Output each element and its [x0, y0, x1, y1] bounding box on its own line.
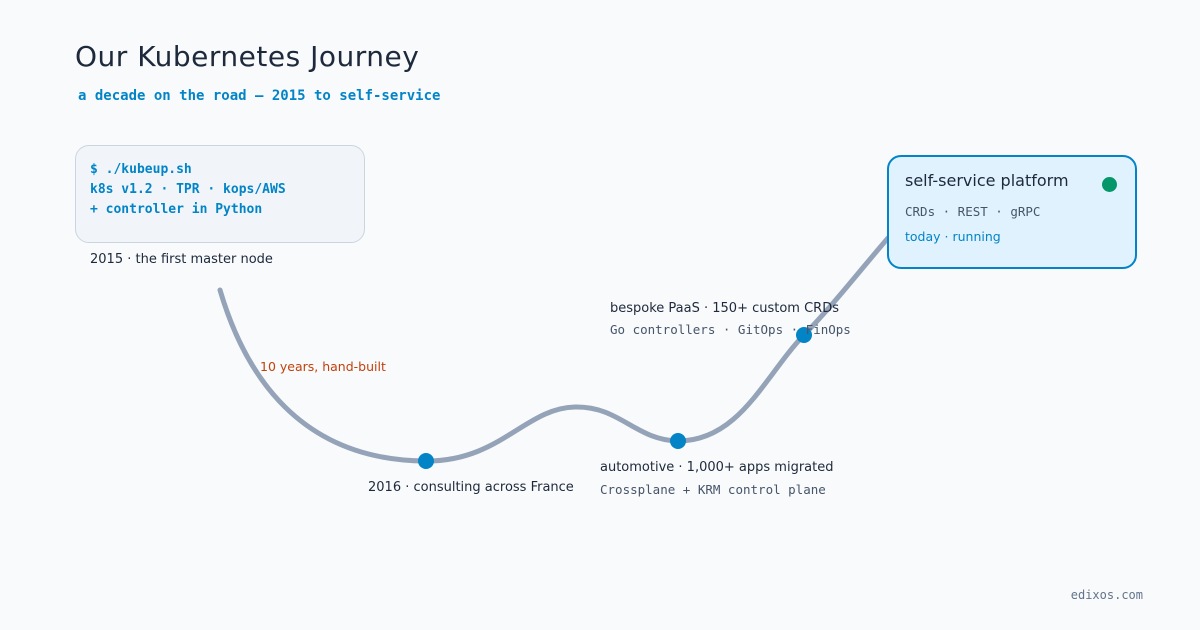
- journey-path: [217, 235, 891, 464]
- start-caption: 2015 · the first master node: [90, 252, 273, 267]
- code-line-2: k8s v1.2 · TPR · kops/AWS: [90, 182, 286, 197]
- milestone-2016-title: 2016 · consulting across France: [368, 480, 574, 495]
- platform-tags: CRDs · REST · gRPC: [905, 204, 1041, 219]
- code-line-1: $ ./kubeup.sh: [90, 162, 192, 177]
- start-code-box: $ ./kubeup.sh k8s v1.2 · TPR · kops/AWS …: [75, 145, 365, 243]
- platform-title: self-service platform: [905, 171, 1069, 190]
- milestone-dot-paas[interactable]: [796, 327, 812, 343]
- milestone-dot-automotive[interactable]: [670, 433, 686, 449]
- duration-annotation: 10 years, hand-built: [260, 359, 386, 374]
- code-line-3: + controller in Python: [90, 202, 263, 217]
- page-subtitle: a decade on the road — 2015 to self-serv…: [78, 88, 441, 104]
- milestone-dot-2016[interactable]: [418, 453, 434, 469]
- milestone-automotive-title: automotive · 1,000+ apps migrated: [600, 460, 834, 475]
- milestone-paas-title: bespoke PaaS · 150+ custom CRDs: [610, 301, 839, 316]
- platform-card[interactable]: self-service platform CRDs · REST · gRPC…: [887, 155, 1137, 269]
- footer-brand[interactable]: edixos.com: [1070, 588, 1143, 602]
- status-dot-icon: [1102, 177, 1117, 192]
- page-title: Our Kubernetes Journey: [75, 40, 420, 73]
- platform-status: today · running: [905, 229, 1001, 244]
- milestone-automotive-detail: Crossplane + KRM control plane: [600, 482, 826, 497]
- milestone-paas-detail: Go controllers · GitOps · FinOps: [610, 322, 851, 337]
